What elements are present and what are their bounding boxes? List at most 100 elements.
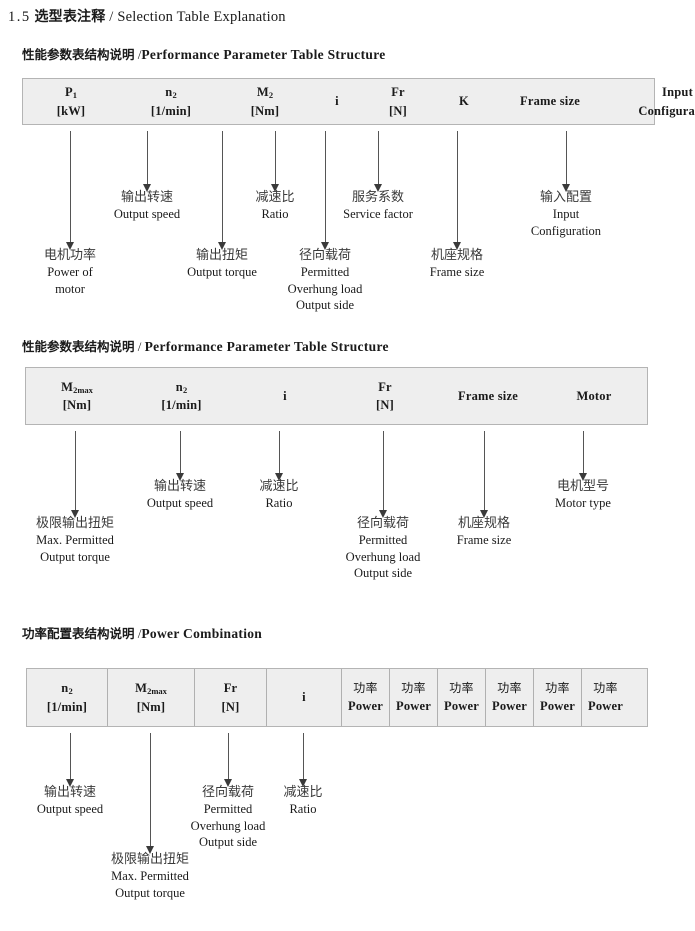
arrow-ratio-3 — [299, 733, 307, 787]
arrow-motor-type — [579, 431, 587, 481]
annotation-permitted-overhung-load-2: 径向载荷 Permitted Overhung load Output side — [346, 515, 421, 582]
annotation-label-cn: 机座规格 — [457, 516, 510, 531]
section-heading-2-english: Performance Parameter Table Structure — [144, 339, 389, 354]
arrow-permitted-overhung-load-2 — [379, 431, 387, 518]
table-header-symbol: n2 — [61, 681, 73, 697]
arrow-ratio-2 — [275, 431, 283, 481]
annotation-label-en: Service factor — [343, 207, 413, 222]
arrow-output-speed-3 — [66, 733, 74, 787]
table-header-symbol: i — [335, 94, 339, 109]
annotation-ratio-2: 减速比 Ratio — [259, 478, 298, 512]
table-header-cell: Frame size — [435, 368, 541, 424]
table-header-symbol: K — [459, 94, 469, 109]
annotation-label-cn: 减速比 — [255, 190, 295, 205]
table-header-cell: Motor — [541, 368, 647, 424]
annotation-label-en: Output speed — [146, 496, 214, 511]
annotation-label-en: Output side — [296, 298, 354, 313]
annotation-label-cn: 输出转速 — [43, 785, 96, 800]
annotation-label-en: Output side — [354, 566, 412, 581]
arrow-max-permitted-output-torque-3 — [146, 733, 154, 854]
page-title-chinese: 选型表注释 — [34, 9, 106, 25]
section-heading-1-chinese: 性能参数表结构说明 — [22, 47, 135, 62]
table-header-subscript: 2 — [268, 90, 274, 101]
table-header-symbol: 功率 — [401, 680, 426, 695]
annotation-label-en: Output torque — [40, 549, 110, 564]
table-header-unit: Power — [491, 699, 527, 714]
arrow-ratio — [271, 131, 279, 192]
table-header-symbol: Frame size — [458, 388, 518, 403]
table-header-symbol: M2 — [256, 85, 274, 101]
annotation-label-en: Output speed — [36, 802, 104, 817]
annotation-label-en: Output torque — [115, 885, 185, 900]
table-header-cell: Frame size — [499, 79, 601, 124]
annotation-label-en: Overhung load — [190, 818, 266, 833]
table-header-cell: i — [307, 79, 367, 124]
table-header-cell: Fr [N] — [335, 368, 435, 424]
table-header-symbol: n2 — [175, 379, 188, 395]
annotation-service-factor: 服务系数 Service factor — [343, 189, 413, 223]
table-header-symbol: Motor — [576, 388, 612, 403]
annotation-label-cn: 径向载荷 — [298, 248, 352, 263]
table-header-cell: Fr[N] — [367, 79, 429, 124]
table-header-subscript: 1 — [72, 90, 78, 101]
table-header-unit: [1/min] — [161, 398, 202, 412]
table-header-unit: Power — [443, 699, 479, 714]
section-heading-2: 性能参数表结构说明 / Performance Parameter Table … — [22, 336, 389, 355]
annotation-label-en: Permitted — [300, 265, 350, 280]
annotation-label-en: Input — [552, 207, 580, 222]
table-header-symbol: M2max — [61, 379, 93, 395]
annotation-ratio: 减速比 Ratio — [255, 189, 294, 223]
table-header-unit: Power — [539, 699, 575, 714]
annotation-label-cn: 径向载荷 — [201, 785, 255, 800]
table-header-cell: M2max[Nm] — [26, 368, 128, 424]
annotation-label-en: Frame size — [429, 265, 485, 280]
annotation-label-cn: 输出扭矩 — [195, 248, 249, 263]
table-header-subscript: 2max — [147, 686, 167, 697]
annotation-label-en: Permitted — [203, 802, 253, 817]
annotation-label-en: motor — [55, 281, 85, 296]
annotation-label-en: Overhung load — [287, 281, 363, 296]
table-header-unit: Configuration — [638, 103, 695, 118]
annotation-input-configuration: 输入配置 Input Configuration — [531, 189, 601, 239]
table-header-unit: [1/min] — [46, 699, 88, 714]
table-header-cell: P1[kW] — [23, 79, 119, 124]
annotation-label-cn: 电机功率 — [43, 248, 97, 263]
page-title: 1.5 选型表注释 / Selection Table Explanation — [8, 6, 286, 26]
table-header-subscript: 2 — [172, 90, 177, 101]
annotation-label-en: Output speed — [113, 207, 181, 222]
table-header-subscript: 2max — [73, 384, 93, 395]
table-header-unit: [N] — [376, 398, 394, 412]
table-header-symbol: Fr — [223, 681, 238, 696]
annotation-max-permitted-output-torque: 极限输出扭矩 Max. Permitted Output torque — [36, 515, 114, 565]
section-heading-3-english: Power Combination — [141, 626, 263, 641]
table-header-unit: [Nm] — [250, 103, 280, 118]
table-header-symbol: 功率 — [353, 680, 378, 695]
section-heading-3-separator: / — [137, 626, 142, 641]
table-header-unit: Power — [587, 699, 623, 714]
annotation-label-cn: 输入配置 — [539, 190, 593, 205]
annotation-label-en: Power of — [47, 265, 93, 280]
table-header-symbol: i — [283, 388, 287, 403]
annotation-label-en: Max. Permitted — [36, 533, 114, 548]
page-title-english: Selection Table Explanation — [117, 9, 286, 25]
table-header-symbol: Fr — [378, 379, 392, 394]
annotation-output-speed-3: 输出转速 Output speed — [37, 784, 103, 818]
annotation-label-en: Output side — [199, 835, 257, 850]
annotation-label-cn: 径向载荷 — [356, 516, 410, 531]
annotation-power-of-motor: 电机功率 Power of motor — [44, 247, 96, 297]
annotation-label-en: Max. Permitted — [111, 869, 189, 884]
section-heading-3: 功率配置表结构说明 /Power Combination — [22, 623, 262, 642]
table-header-cell: n2 [1/min] — [128, 368, 235, 424]
section-heading-3-chinese: 功率配置表结构说明 — [22, 626, 135, 641]
table-header-subscript: 2 — [68, 686, 73, 697]
annotation-frame-size-2: 机座规格 Frame size — [457, 515, 512, 549]
table-header-cell: Fr[N] — [194, 669, 266, 726]
table-header-unit: Power — [347, 699, 383, 714]
table-header-symbol: P1 — [64, 85, 78, 101]
annotation-permitted-overhung-load-3: 径向载荷 Permitted Overhung load Output side — [191, 784, 266, 851]
annotation-max-permitted-output-torque-3: 极限输出扭矩 Max. Permitted Output torque — [111, 851, 189, 901]
annotation-label-cn: 极限输出扭矩 — [35, 516, 115, 531]
